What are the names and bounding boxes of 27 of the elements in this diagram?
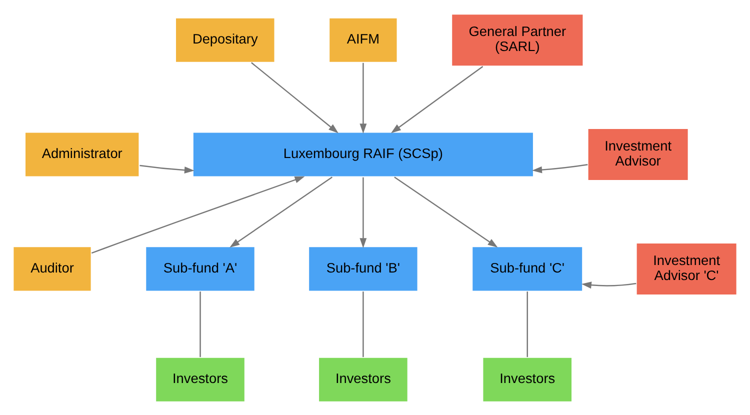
node-box: Investors (318, 356, 409, 402)
connector (362, 291, 364, 357)
arrow (140, 164, 194, 174)
arrow (581, 281, 636, 288)
arrow (360, 62, 367, 134)
node-box: Investors (154, 356, 246, 402)
connector (526, 291, 528, 357)
node-box: Investment Advisor (587, 127, 690, 181)
arrow (360, 176, 367, 248)
arrow (230, 176, 332, 248)
arrow (394, 176, 498, 248)
arrow (251, 62, 338, 133)
arrow (532, 163, 588, 173)
connector (200, 291, 201, 357)
node-box: Luxembourg RAIF (SCSp) (192, 131, 534, 178)
node-box: Auditor (12, 245, 92, 292)
node-box: General Partner (SARL) (450, 12, 584, 66)
node-box: Sub-fund 'B' (308, 245, 419, 292)
node-box: Sub-fund 'A' (144, 245, 256, 292)
node-box: Sub-fund 'C' (471, 245, 584, 292)
node-box: Depositary (174, 16, 276, 63)
node-box: Investors (482, 356, 573, 402)
arrow (91, 176, 305, 254)
node-box: Administrator (24, 131, 140, 178)
arrow (390, 65, 484, 133)
node-box: Investment Advisor 'C' (636, 242, 738, 296)
node-box: AIFM (328, 16, 398, 63)
